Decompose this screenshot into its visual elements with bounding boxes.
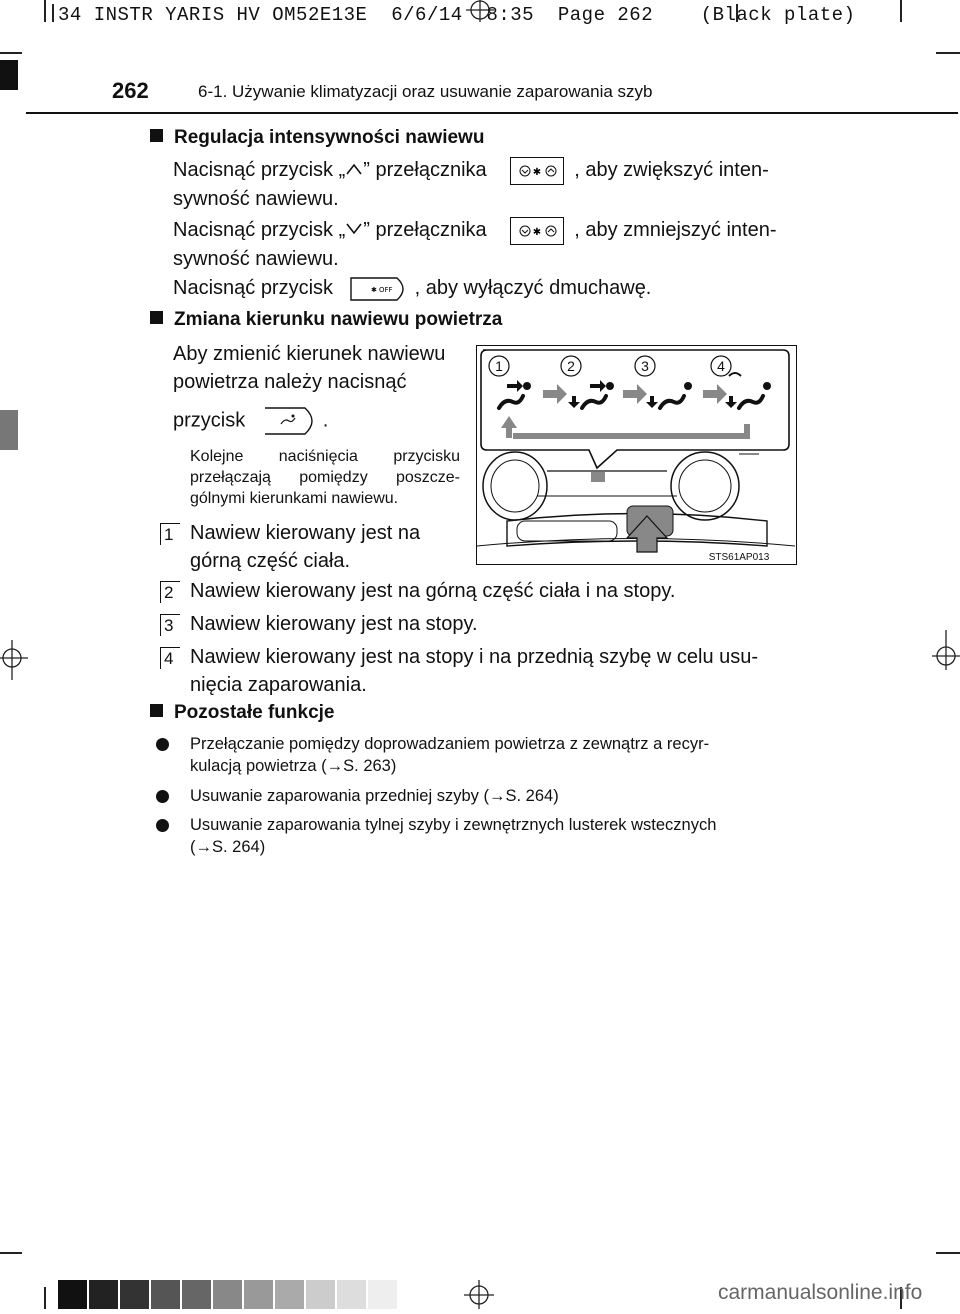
bullet-item: Przełączanie pomiędzy doprowadzaniem pow… [156, 733, 800, 777]
item-number: 3 [160, 614, 180, 636]
section-heading-direction: Zmiana kierunku nawiewu powietrza [150, 309, 502, 331]
square-bullet-icon [150, 704, 163, 717]
bullet-dot-icon [156, 819, 169, 832]
item-number: 1 [160, 523, 180, 545]
paragraph-decrease: Nacisnąć przycisk „” przełącznika ✱ , ab… [173, 216, 803, 273]
sidebar-tab [0, 60, 18, 90]
arrow-right-icon: → [488, 787, 506, 805]
registration-target-icon [0, 640, 28, 680]
list-item: 3 Nawiew kierowany jest na stopy. [160, 610, 800, 638]
mode-button-icon [264, 407, 313, 435]
paragraph-off: Nacisnąć przycisk ✱OFF, aby wyłączyć dmu… [173, 274, 651, 302]
section-heading-fan-speed: Regulacja intensywności nawiewu [150, 127, 484, 149]
svg-text:✱: ✱ [533, 227, 541, 238]
square-bullet-icon [150, 311, 163, 324]
chevron-up-icon [346, 163, 362, 175]
crop-mark [736, 4, 738, 22]
arrow-right-icon: → [326, 757, 344, 775]
crop-mark [936, 1252, 960, 1254]
page-number: 262 [112, 78, 149, 103]
paragraph-line: sywność nawiewu. [173, 247, 339, 270]
figure-code: STS61AP013 [709, 552, 770, 563]
section-heading-other: Pozostałe funkcje [150, 702, 335, 724]
crop-mark [52, 4, 54, 22]
direction-note: Kolejne naciśnięcia przycisku przełączaj… [190, 448, 460, 507]
fan-switch-key-icon: ✱ [510, 216, 565, 245]
figure-label: 1 [495, 358, 503, 374]
paragraph-increase: Nacisnąć przycisk „” przełącznika ✱ , ab… [173, 156, 803, 213]
crop-mark [900, 1287, 902, 1309]
crop-mark [0, 52, 22, 54]
bullet-item: Usuwanie zaparowania przedniej szyby (→S… [156, 785, 800, 807]
fan-switch-key-icon: ✱ [510, 156, 565, 185]
item-number: 2 [160, 581, 180, 603]
crop-mark [44, 1287, 46, 1309]
paragraph-line: sywność nawiewu. [173, 187, 339, 210]
crop-mark [44, 0, 46, 22]
crop-mark [936, 52, 960, 54]
sidebar-tab [0, 410, 18, 450]
figure-label: 4 [717, 358, 725, 374]
figure-air-direction: 1 2 3 4 STS61AP013 [476, 345, 797, 565]
bullet-dot-icon [156, 790, 169, 803]
crop-mark [900, 0, 902, 22]
off-button-icon: ✱OFF [349, 277, 404, 301]
svg-text:✱: ✱ [533, 167, 541, 178]
watermark: carmanualsonline.info [718, 1281, 923, 1304]
header-rule [26, 112, 958, 114]
list-item: 4 Nawiew kierowany jest na stopy i na pr… [160, 643, 800, 699]
list-item: 2 Nawiew kierowany jest na górną część c… [160, 577, 800, 605]
bullet-dot-icon [156, 738, 169, 751]
square-bullet-icon [150, 129, 163, 142]
item-number: 4 [160, 647, 180, 669]
running-title: 6-1. Używanie klimatyzacji oraz usuwanie… [198, 82, 653, 101]
registration-target-icon [932, 630, 960, 670]
bullet-item: Usuwanie zaparowania tylnej szyby i zewn… [156, 814, 800, 858]
registration-target-icon [464, 1280, 494, 1309]
arrow-right-icon: → [195, 838, 213, 856]
print-slug: 34 INSTR YARIS HV OM52E13E 6/6/14 8:35 P… [58, 4, 856, 26]
crop-mark [0, 1252, 22, 1254]
dashboard-illustration: 1 2 3 4 STS61AP013 [477, 349, 796, 563]
svg-text:✱: ✱ [371, 286, 377, 294]
figure-label: 3 [641, 358, 649, 374]
list-item: 1 Nawiew kierowany jest na górną część c… [160, 519, 460, 575]
chevron-down-icon [346, 223, 362, 235]
direction-intro: Aby zmienić kierunek nawiewu powietrza n… [173, 340, 460, 436]
print-color-bar [58, 1280, 399, 1314]
figure-label: 2 [567, 358, 575, 374]
svg-text:OFF: OFF [379, 286, 393, 294]
registration-target-icon [466, 0, 494, 22]
